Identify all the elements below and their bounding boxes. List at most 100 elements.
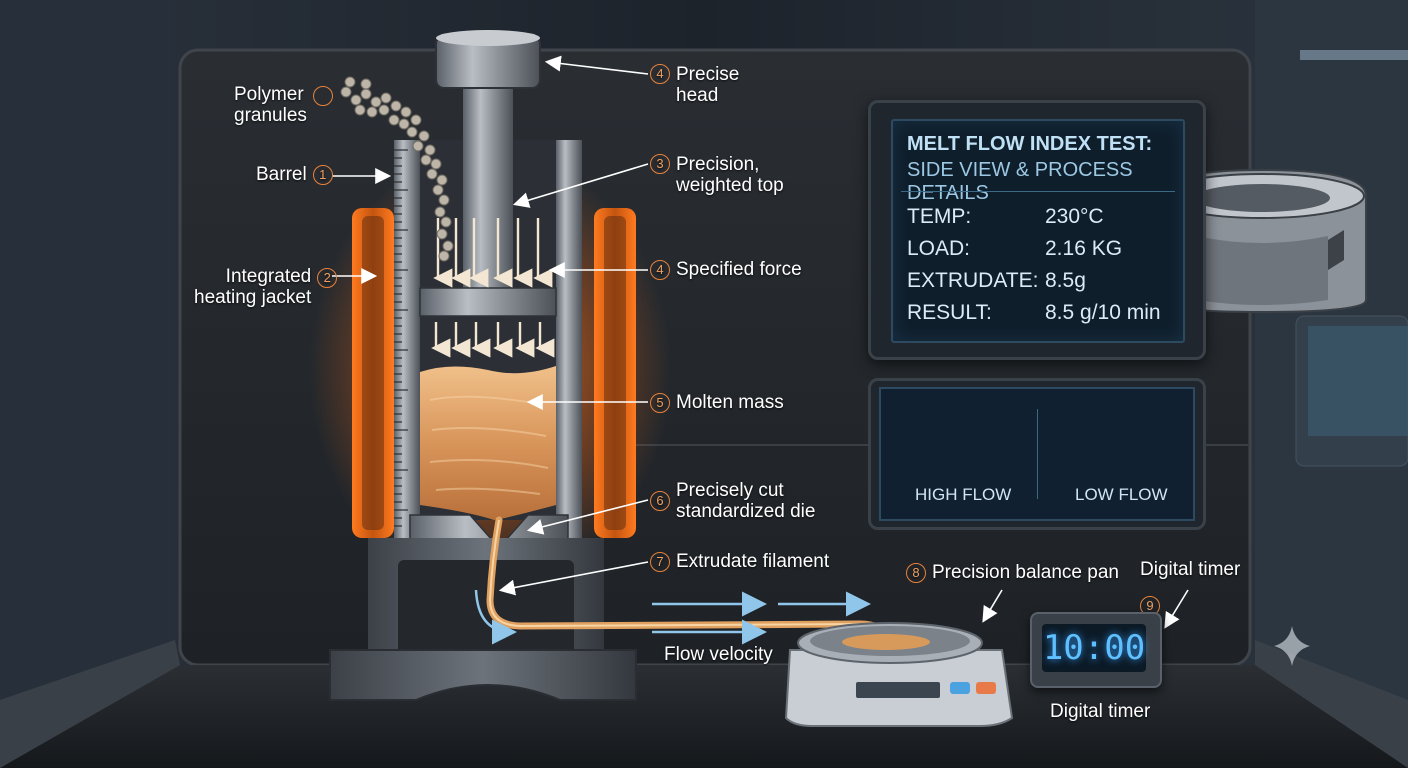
granule [340,86,352,98]
granule [388,114,400,126]
marker-4b: 4 [650,259,670,280]
molecule-screen: HIGH FLOW LOW FLOW [879,387,1195,521]
granule [370,96,382,108]
background-monitor-screen [1308,326,1408,436]
label-digital-timer-bottom: Digital timer [1050,701,1151,722]
granule [426,168,438,180]
label-flow-velocity: Flow velocity [664,644,773,665]
floor [0,665,1408,768]
granule [400,106,412,118]
marker-5: 5 [650,392,670,413]
marker-2: 2 [317,268,338,288]
info-panel: MELT FLOW INDEX TEST: SIDE VIEW & PROCES… [868,100,1206,360]
granule [432,184,444,196]
marker-3: 3 [650,154,670,174]
granule [424,144,436,156]
granule [360,88,372,100]
label-extrudate: 7 Extrudate filament [650,551,829,572]
granule [430,158,442,170]
stand-recess [398,560,574,660]
precise-head-top [436,30,540,46]
balance-display [856,682,940,698]
granule [380,92,392,104]
label-digital-timer-top: Digital timer [1140,559,1241,580]
label-barrel: Barrel 1 [256,164,333,185]
stand-base [329,649,637,701]
granule [436,174,448,186]
granule [442,240,454,252]
molten-mass [420,366,556,520]
molecule-divider [1037,409,1038,499]
granule [436,228,448,240]
info-divider [901,191,1175,192]
info-row-extrudate: EXTRUDATE:8.5g [907,269,1086,292]
marker-6: 6 [650,491,670,511]
marker-7: 7 [650,551,670,572]
polymer-granules [340,76,454,262]
balance-button-blue[interactable] [950,682,970,694]
granule [366,106,378,118]
balance-button-orange[interactable] [976,682,996,694]
label-heating-jacket: Integrated heating jacket 2 [194,266,338,308]
force-arrows-bottom [431,322,555,358]
label-specified-force: 4 Specified force [650,259,802,280]
label-precise-head: 4 Precise head [650,64,739,106]
extrudate-pile [842,634,930,650]
background-left-panel [0,0,175,768]
molten-texture [429,395,549,495]
granule [412,140,424,152]
granule [354,104,366,116]
granule [378,104,390,116]
label-molten-mass: 5 Molten mass [650,392,784,413]
granule [406,126,418,138]
floor-right-rim [1255,640,1408,768]
granule [440,216,452,228]
marker-8: 8 [906,562,926,583]
leader-extrudate [498,561,649,596]
granule [418,130,430,142]
force-arrows-top [433,218,553,288]
leader-balance-pan [982,589,1003,623]
marker-4a: 4 [650,64,670,84]
barrel-scale [394,149,408,527]
granule [410,114,422,126]
leader-weighted-top [512,163,649,208]
leader-timer [1164,589,1189,629]
label-polymer-granules: Polymer granules [234,84,333,126]
granule [434,206,446,218]
barrel-wall-left [394,140,420,540]
heating-jacket-right-inner [604,216,626,530]
info-row-load: LOAD:2.16 KG [907,237,1123,260]
info-subtitle: SIDE VIEW & PROCESS DETAILS [907,159,1133,204]
info-row-temp: TEMP:230°C [907,205,1104,228]
ceiling-light [1300,50,1408,60]
granule [350,94,362,106]
heating-jacket-left-inner [362,216,384,530]
info-title: MELT FLOW INDEX TEST: [907,133,1153,155]
label-balance-pan: 8 Precision balance pan [906,562,1119,583]
barrel-wall-right [556,140,582,540]
granule [360,78,372,90]
info-row-result: RESULT:8.5 g/10 min [907,301,1161,324]
timer-display: 10:00 [1042,624,1146,672]
label-high-flow: HIGH FLOW [915,485,1012,504]
flow-arrow-curve [474,589,517,645]
leader-precise-head [544,55,649,75]
label-weighted-top: 3 Precision, weighted top [650,154,784,196]
info-screen: MELT FLOW INDEX TEST: SIDE VIEW & PROCES… [891,119,1185,343]
piston-rod [463,86,513,290]
marker-1: 1 [312,164,333,185]
label-die: 6 Precisely cut standardized die [650,480,815,522]
marker-granules [312,86,333,106]
granule [438,194,450,206]
digital-timer[interactable]: 10:00 [1030,612,1162,688]
floor-left-rim [0,640,180,768]
piston-plate [419,287,557,317]
granule [390,100,402,112]
granule [438,250,450,262]
granule [398,118,410,130]
label-low-flow: LOW FLOW [1075,485,1168,504]
molecule-panel: HIGH FLOW LOW FLOW [868,378,1206,530]
granule [344,76,356,88]
leader-die [526,499,649,535]
